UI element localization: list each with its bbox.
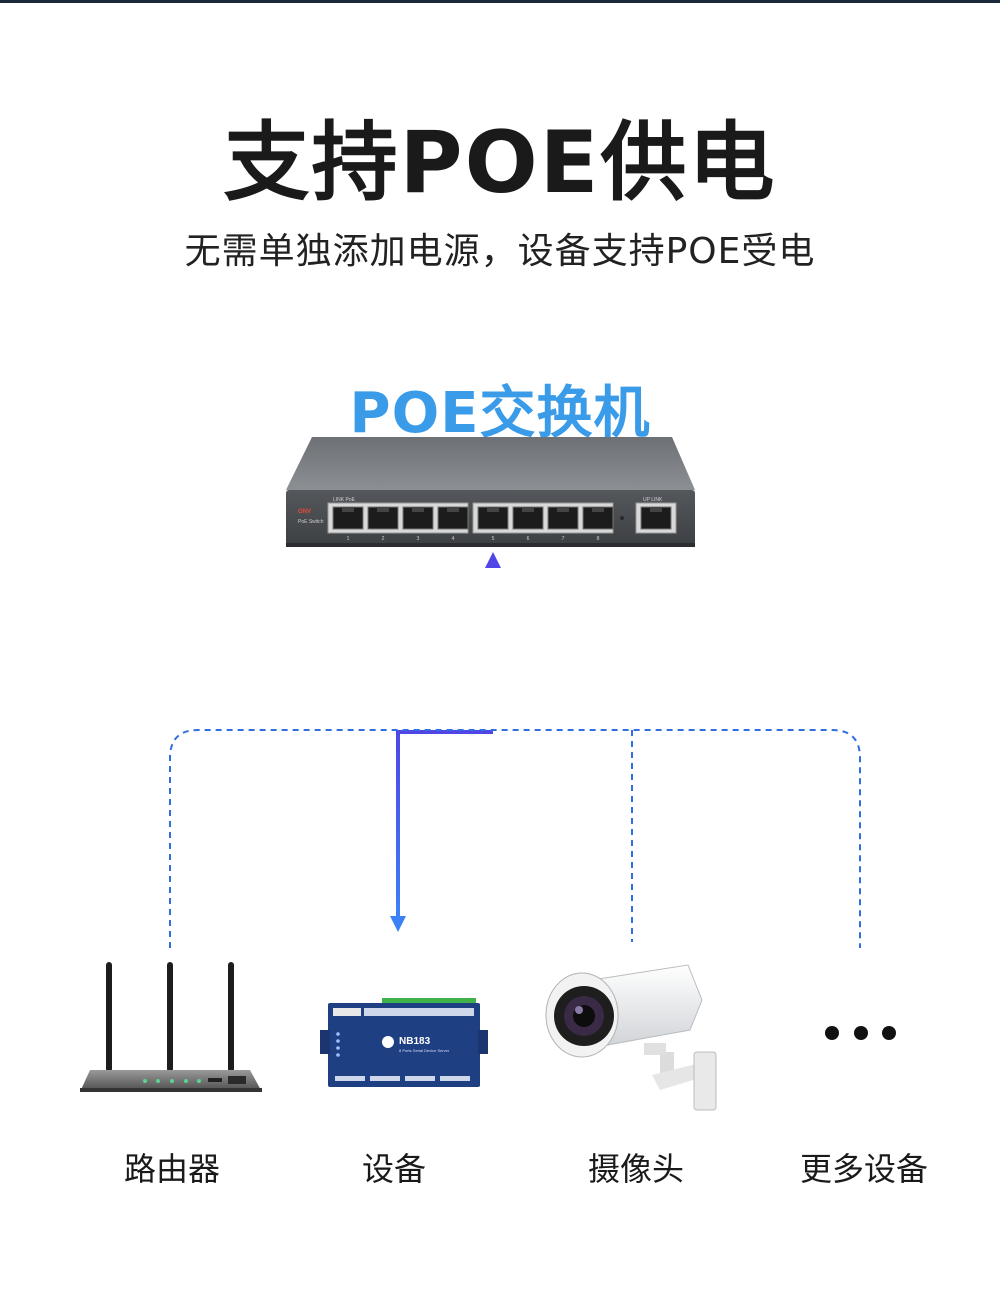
port-number: 8 [597, 536, 600, 542]
page-title: 支持POE供电 [223, 113, 777, 213]
port-number: 7 [562, 536, 565, 542]
port-number: 5 [492, 536, 495, 542]
switch-brand: ONV [298, 509, 311, 515]
port-number: 3 [417, 536, 420, 542]
port-number: 2 [382, 536, 385, 542]
switch-port-header-left: LINK PoE [333, 497, 356, 503]
device-label-device: 设备 [361, 1150, 426, 1188]
top-border [0, 0, 1000, 3]
port-number: 4 [452, 536, 455, 542]
device-label-router: 路由器 [123, 1150, 220, 1188]
camera-icon [545, 964, 717, 1111]
switch-label: POE交换机 [349, 381, 651, 446]
switch-port-header-right: UP LINK [643, 497, 663, 503]
device-model: NB183 [399, 1036, 431, 1047]
more-icon [825, 1026, 896, 1040]
device-subtext: 8 Ports Serial Device Server [399, 1048, 450, 1053]
device-label-more: 更多设备 [799, 1150, 928, 1188]
router-icon [80, 962, 262, 1092]
port-number: 1 [347, 536, 350, 542]
poe-switch-icon: ONV PoE Switch LINK PoE UP LINK 1 2 3 4 5 6 7 8 [286, 437, 695, 547]
port-number: 6 [527, 536, 530, 542]
switch-ports: 1 2 3 4 5 6 7 8 [332, 506, 672, 542]
serial-server-icon: NB183 8 Ports Serial Device Server [320, 998, 488, 1087]
page-subtitle: 无需单独添加电源，设备支持POE受电 [184, 231, 816, 272]
switch-model: PoE Switch [298, 519, 324, 525]
dashed-connector-lines [169, 729, 861, 948]
down-arrow-icon [390, 730, 493, 932]
device-label-camera: 摄像头 [587, 1150, 684, 1188]
up-arrow-icon [485, 552, 501, 732]
